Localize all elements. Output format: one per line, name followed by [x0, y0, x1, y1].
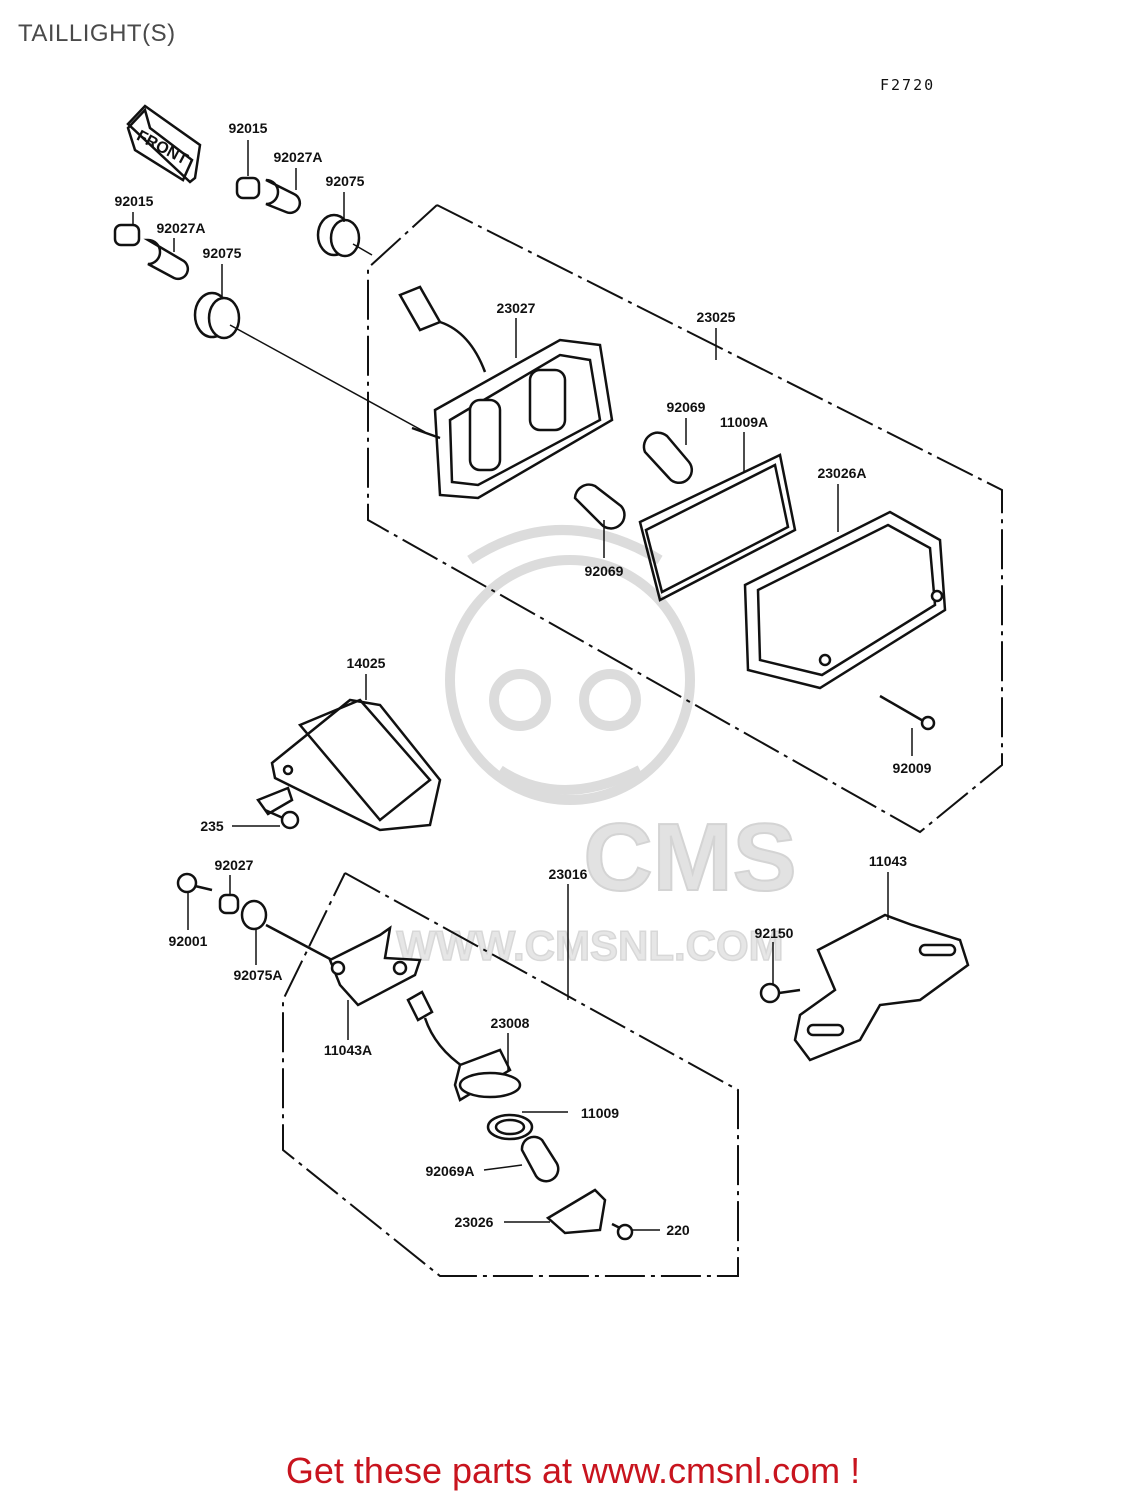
front-arrow-icon: FRONT [126, 104, 202, 184]
part-label[interactable]: 11043A [324, 1042, 372, 1058]
part-label[interactable]: 92009 [893, 760, 932, 776]
watermark-site: WWW.CMSNL.COM [396, 922, 783, 969]
bolt-icon [759, 982, 801, 1004]
taillight-lens-icon [743, 510, 947, 690]
part-label[interactable]: 14025 [347, 655, 386, 671]
part-label[interactable]: 11009 [581, 1105, 619, 1121]
part-label[interactable]: 92001 [169, 933, 208, 949]
socket-icon [406, 990, 522, 1102]
part-labels: 92015 92027A 92075 92015 92027A 92075 23… [115, 120, 932, 1238]
part-label[interactable]: 92075 [203, 245, 242, 261]
part-label[interactable]: 11043 [869, 853, 907, 869]
part-label[interactable]: 23026 [455, 1214, 494, 1230]
taillight-base-icon [398, 285, 614, 500]
part-label[interactable]: 235 [200, 818, 224, 834]
small-bracket-icon [328, 925, 422, 1007]
license-light-outline [282, 872, 739, 1277]
bulb-icon [520, 1135, 560, 1183]
bracket-icon [793, 913, 970, 1062]
part-label[interactable]: 92027A [156, 220, 205, 236]
screw-icon [611, 1222, 634, 1241]
part-label[interactable]: 92015 [115, 193, 154, 209]
part-label[interactable]: 92075 [326, 173, 365, 189]
part-label[interactable]: 23027 [497, 300, 536, 316]
part-label[interactable]: 92075A [233, 967, 282, 983]
part-label[interactable]: 92150 [755, 925, 794, 941]
part-label[interactable]: 23008 [491, 1015, 530, 1031]
part-label[interactable]: 23016 [549, 866, 588, 882]
part-label[interactable]: 11009A [720, 414, 768, 430]
bolt-icon [176, 872, 333, 962]
part-label[interactable]: 220 [666, 1222, 690, 1238]
gasket-icon [638, 453, 797, 602]
license-light-cover-icon [256, 698, 442, 832]
part-label[interactable]: 23025 [697, 309, 736, 325]
part-label[interactable]: 92069 [585, 563, 624, 579]
washer-icon [486, 1113, 534, 1141]
watermark-brand: CMS [583, 804, 796, 911]
bulb-icon [573, 431, 694, 530]
cms-watermark [445, 525, 695, 805]
part-label[interactable]: 92027 [215, 857, 254, 873]
part-label[interactable]: 92027A [273, 149, 322, 165]
grommet-icon [113, 176, 361, 340]
bolt-icon [264, 808, 300, 830]
screw-icon [879, 694, 936, 731]
part-label[interactable]: 92015 [229, 120, 268, 136]
part-label[interactable]: 92069 [667, 399, 706, 415]
footer-link[interactable]: Get these parts at www.cmsnl.com ! [285, 1450, 861, 1491]
taillight-assembly-outline [367, 204, 1003, 834]
part-label[interactable]: 23026A [817, 465, 866, 481]
license-lens-icon [545, 1188, 607, 1235]
page-title: TAILLIGHT(S) [18, 20, 176, 47]
part-label[interactable]: 92069A [425, 1163, 474, 1179]
leader-lines [132, 140, 913, 1231]
figure-code: F2720 [880, 76, 936, 94]
